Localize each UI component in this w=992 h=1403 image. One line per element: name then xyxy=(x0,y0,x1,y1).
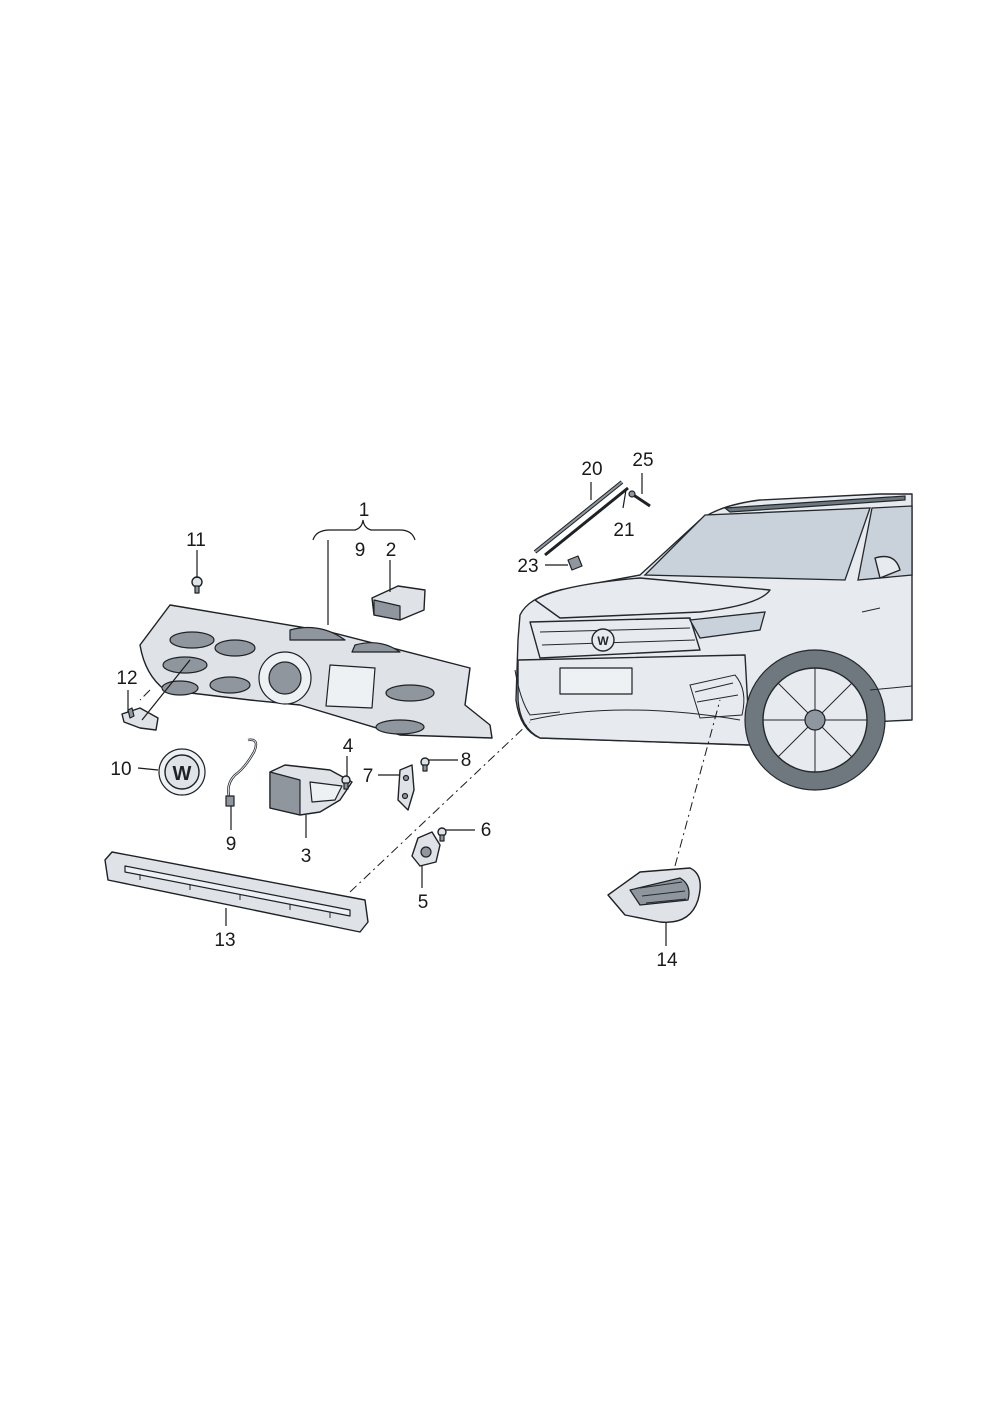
callout-2: 2 xyxy=(386,540,397,561)
callout-25: 25 xyxy=(632,450,653,471)
retainer-part-12 xyxy=(121,707,159,731)
actuator-part-5 xyxy=(411,831,441,867)
callout-12: 12 xyxy=(116,668,137,689)
callout-11: 11 xyxy=(186,530,206,551)
callout-14: 14 xyxy=(656,950,678,971)
pin-part-25 xyxy=(628,490,651,508)
callout-20: 20 xyxy=(581,459,602,480)
vehicle-front-view: W xyxy=(514,493,913,791)
callout-13: 13 xyxy=(214,930,235,951)
trim-strip-part-20 xyxy=(533,480,629,557)
sensor-bracket-part xyxy=(371,585,426,621)
cable-part-9 xyxy=(225,738,258,807)
callout-labels: 1 9 2 11 12 10 9 3 4 7 8 6 5 13 14 20 21… xyxy=(110,450,678,971)
callout-4: 4 xyxy=(343,736,354,757)
lower-grille-part xyxy=(104,851,369,933)
callout-1: 1 xyxy=(359,500,370,521)
bracket-part-7 xyxy=(397,764,415,811)
screw-part-6 xyxy=(437,827,447,842)
svg-text:W: W xyxy=(597,634,609,648)
callout-9: 9 xyxy=(226,834,237,855)
callout-6: 6 xyxy=(481,820,492,841)
callout-10: 10 xyxy=(110,759,131,780)
emblem-part-10: W xyxy=(158,748,206,796)
clip-part-11 xyxy=(191,576,203,594)
radiator-grille-part xyxy=(139,604,493,739)
callout-5: 5 xyxy=(418,892,429,913)
fog-light-frame-part xyxy=(607,867,701,924)
callout-7: 7 xyxy=(363,766,374,787)
callout-9-top: 9 xyxy=(355,540,366,561)
clip-part-23 xyxy=(567,555,583,571)
leader-lines xyxy=(127,473,721,946)
screw-part-4 xyxy=(341,775,351,790)
callout-3: 3 xyxy=(301,846,312,867)
camera-housing-part xyxy=(269,764,353,816)
screw-part-8 xyxy=(420,757,430,772)
callout-8: 8 xyxy=(461,750,472,771)
vw-emblem-icon: W xyxy=(173,763,192,785)
callout-21: 21 xyxy=(613,520,634,541)
callout-23: 23 xyxy=(517,556,538,577)
